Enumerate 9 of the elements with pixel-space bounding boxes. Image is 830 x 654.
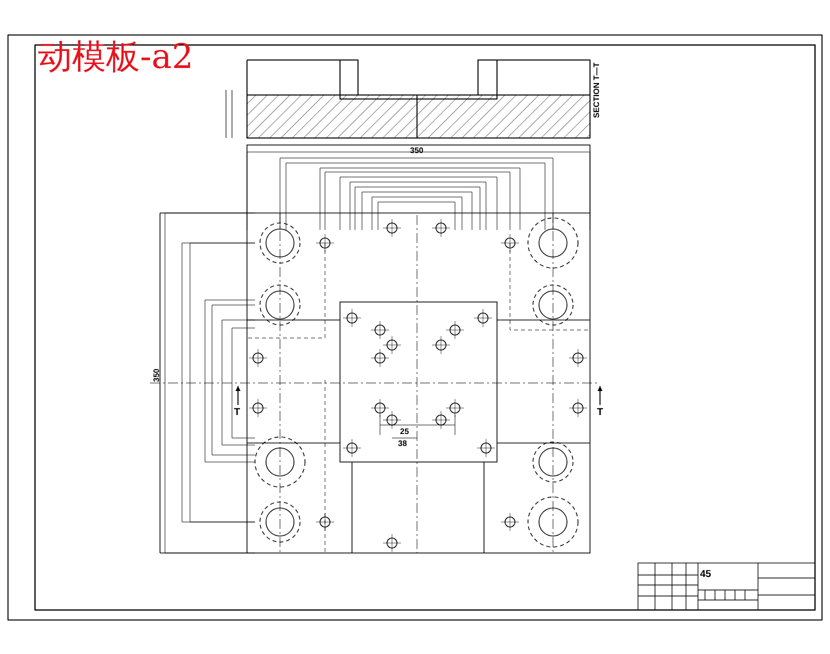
drawing-title: 动模板-a2 — [38, 40, 194, 74]
section-mark-letter: T — [234, 408, 240, 418]
dimension-value: 350 — [153, 368, 161, 382]
dimension-value: 350 — [410, 147, 424, 155]
section-mark-letter: T — [597, 408, 604, 418]
dimension-value: 25 — [400, 428, 409, 436]
section-label: SECTION T—T — [593, 62, 601, 118]
dimension-value: 38 — [398, 440, 407, 448]
material-label: 45 — [700, 570, 712, 580]
